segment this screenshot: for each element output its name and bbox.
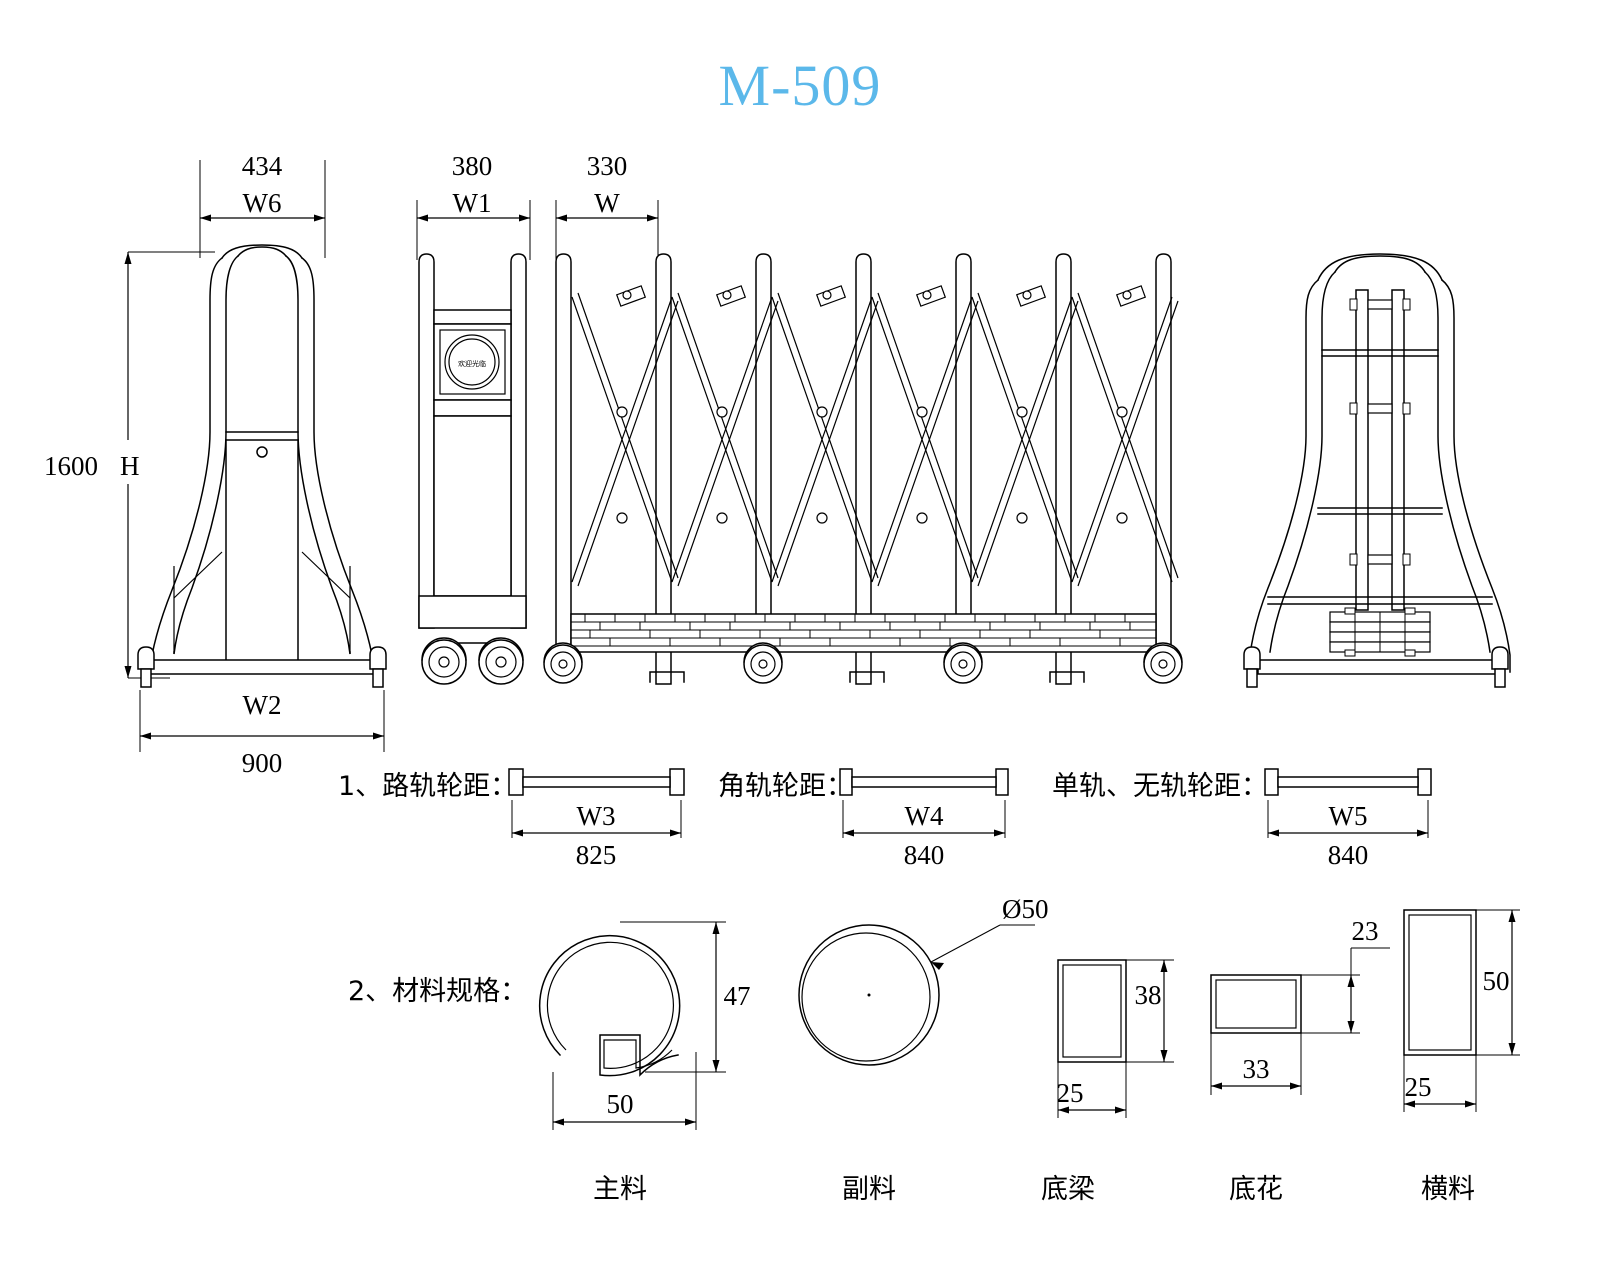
dim-label-w1: W1 — [453, 188, 492, 218]
gate-wheel-4 — [1143, 642, 1183, 684]
material-beam-height-38: 38 — [1135, 980, 1162, 1010]
gauge-label-w5: W5 — [1329, 801, 1368, 831]
left-view-foot-left — [137, 646, 155, 688]
material-cross-profile: 50 25 横料 — [1403, 909, 1520, 1205]
material-secondary-profile: Ø50 副料 — [798, 894, 1049, 1205]
dim-panel-pitch: 330 W — [555, 151, 659, 260]
gauge-caption-angle: 角轨轮距： — [718, 771, 853, 802]
wheel-gauge-rail: 1、路轨轮距： W3 825 — [338, 768, 685, 870]
material-cross-label: 横料 — [1421, 1174, 1475, 1205]
material-cross-height-50: 50 — [1483, 966, 1510, 996]
dim-label-w6: W6 — [243, 188, 282, 218]
gauge-caption-single: 单轨、无轨轮距： — [1052, 771, 1268, 802]
material-beam-width-25: 25 — [1057, 1078, 1084, 1108]
gate-scissor-lattice — [571, 292, 1179, 587]
material-main-label: 主料 — [593, 1174, 647, 1205]
right-view-foot-left — [1243, 646, 1261, 688]
lead-post-assembly: 欢迎光临 — [418, 253, 527, 685]
dim-value-434: 434 — [242, 151, 283, 181]
material-lattice-label: 底花 — [1229, 1174, 1283, 1205]
gauge-value-825: 825 — [576, 840, 617, 870]
material-cross-width-25: 25 — [1405, 1072, 1432, 1102]
dim-overall-height: 1600 H — [44, 251, 215, 679]
gate-top-pivots — [615, 285, 1147, 307]
gate-wheel-2 — [743, 642, 783, 684]
material-beam-label: 底梁 — [1041, 1174, 1095, 1205]
dim-base-width: W2 900 — [139, 690, 385, 778]
dim-value-1600: 1600 — [44, 451, 98, 481]
gauge-label-w4: W4 — [905, 801, 944, 831]
gauge-caption-rail: 1、路轨轮距： — [338, 771, 517, 802]
gauge-label-w3: W3 — [577, 801, 616, 831]
dim-label-h: H — [120, 451, 140, 481]
page-title: M-509 — [719, 53, 882, 118]
accordion-gate-assembly — [543, 253, 1183, 685]
material-lattice-height-23: 23 — [1352, 916, 1379, 946]
dim-left-view-width: 434 W6 — [199, 151, 326, 258]
right-view-foot-right — [1491, 646, 1509, 688]
wheel-gauge-single-trackless: 单轨、无轨轮距： W5 840 — [1052, 768, 1432, 870]
dim-label-w2: W2 — [243, 690, 282, 720]
material-lattice-width-33: 33 — [1243, 1054, 1270, 1084]
lead-post-wheel-1 — [421, 637, 467, 685]
material-main-profile: 47 50 主料 — [538, 921, 751, 1205]
gauge-value-840-a: 840 — [904, 840, 945, 870]
dim-value-380: 380 — [452, 151, 493, 181]
gate-wheel-3 — [943, 642, 983, 684]
lead-post-logo-text: 欢迎光临 — [458, 359, 486, 368]
gate-post-feet — [649, 671, 1085, 683]
gauge-value-840-b: 840 — [1328, 840, 1369, 870]
dim-value-900: 900 — [242, 748, 283, 778]
dim-value-330: 330 — [587, 151, 628, 181]
material-secondary-diameter: Ø50 — [1002, 894, 1049, 924]
dim-lead-post-width: 380 W1 — [416, 151, 531, 260]
material-bottom-lattice-profile: 23 33 底花 — [1210, 916, 1390, 1205]
gate-bottom-lattice-band — [570, 613, 1157, 653]
left-view-foot-right — [369, 646, 387, 688]
material-secondary-label: 副料 — [842, 1174, 896, 1205]
gate-posts — [555, 253, 1172, 685]
gate-mid-pivots — [616, 406, 1128, 524]
material-bottom-beam-profile: 38 25 底梁 — [1041, 959, 1174, 1205]
material-main-width-50: 50 — [607, 1089, 634, 1119]
material-main-height-47: 47 — [724, 981, 751, 1011]
right-view-back-frame — [1243, 253, 1511, 688]
dim-label-w: W — [594, 188, 620, 218]
materials-section-caption: 2、材料规格： — [348, 976, 527, 1007]
left-view-front-frame — [137, 244, 387, 688]
right-view-bottom-mechanism — [1329, 607, 1431, 657]
gate-wheel-1 — [543, 642, 583, 684]
lead-post-wheel-2 — [478, 637, 524, 685]
wheel-gauge-angle-rail: 角轨轮距： W4 840 — [718, 768, 1009, 870]
